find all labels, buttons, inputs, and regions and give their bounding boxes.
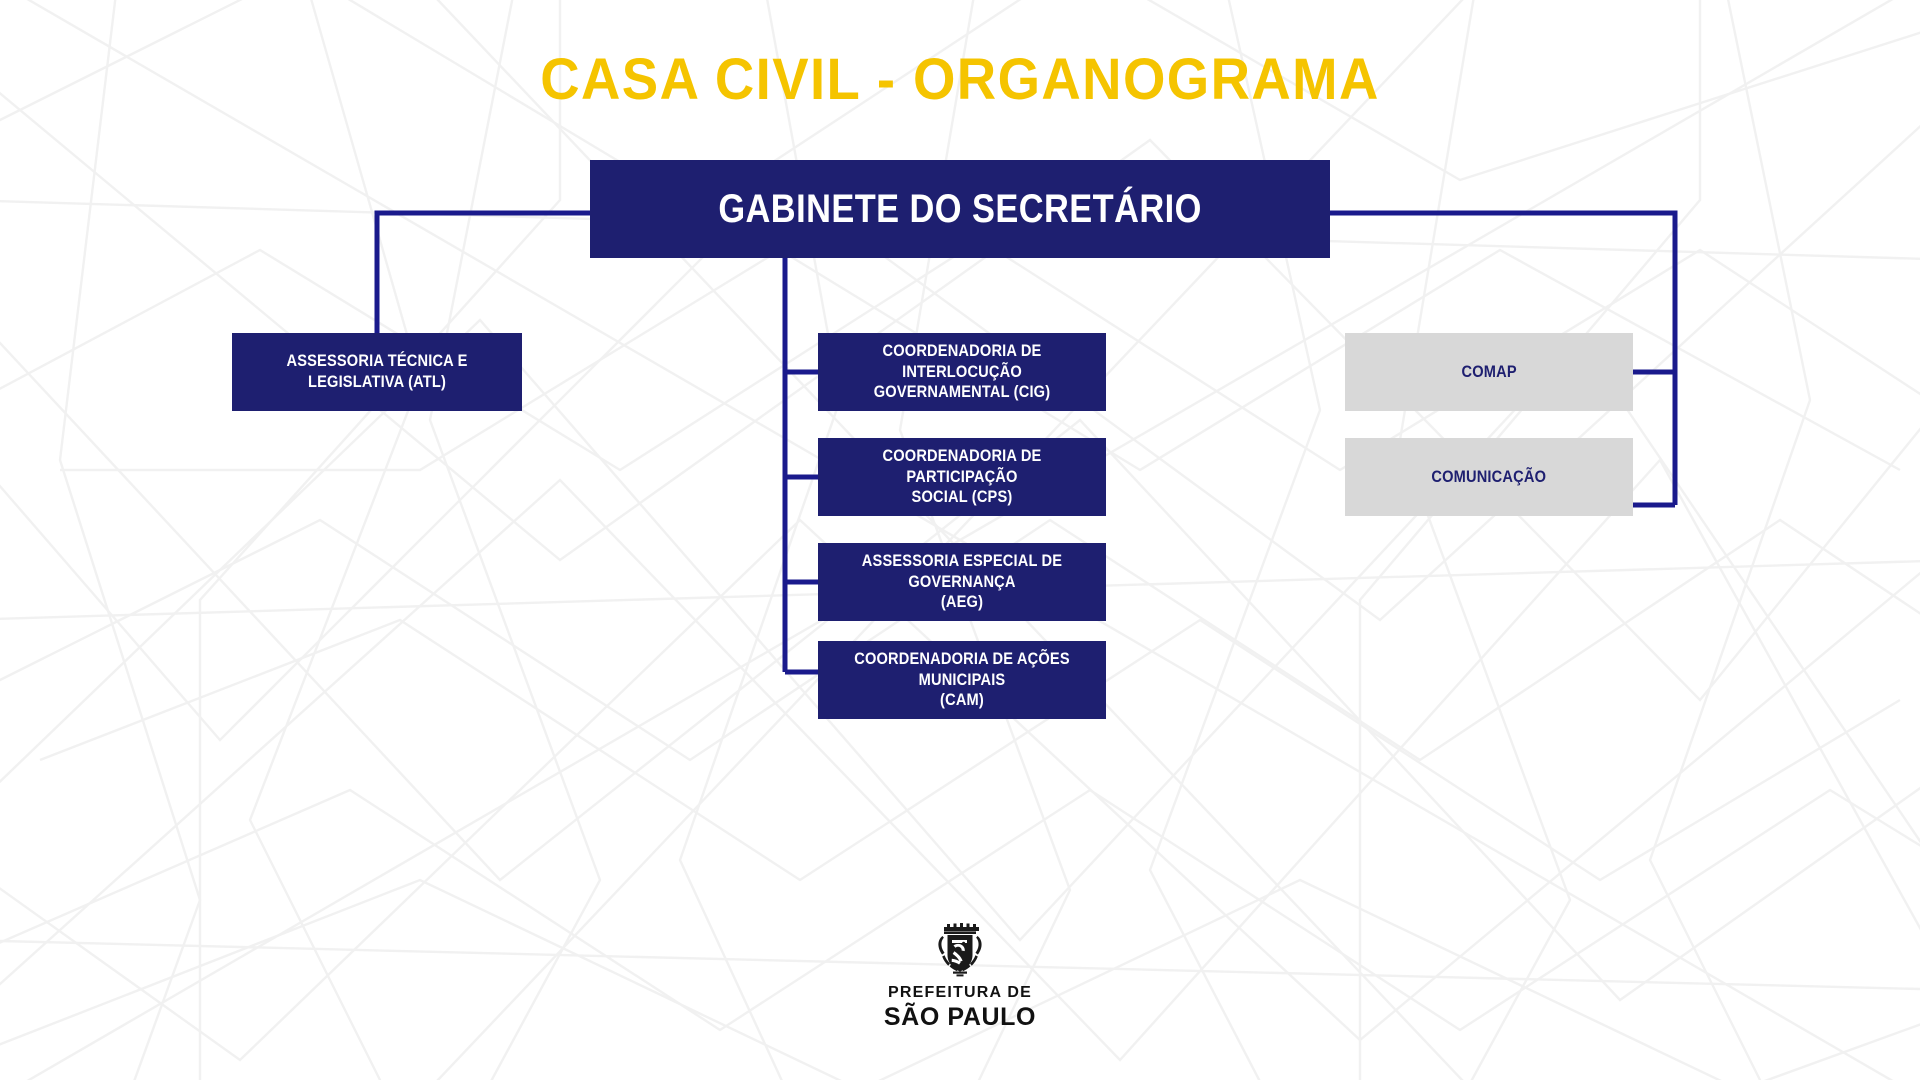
node-coordenadoria-acoes-municipais[interactable]: COORDENADORIA DE AÇÕES MUNICIPAIS (CAM): [818, 641, 1106, 719]
node-assessoria-especial-governanca[interactable]: ASSESSORIA ESPECIAL DE GOVERNANÇA (AEG): [818, 543, 1106, 621]
node-cam-label: COORDENADORIA DE AÇÕES MUNICIPAIS (CAM): [854, 648, 1070, 710]
node-gabinete-do-secretario-label: GABINETE DO SECRETÁRIO: [718, 186, 1202, 231]
node-atl-label: ASSESSORIA TÉCNICA E LEGISLATIVA (ATL): [286, 351, 468, 391]
node-aeg-label: ASSESSORIA ESPECIAL DE GOVERNANÇA (AEG): [861, 550, 1063, 612]
node-gabinete-do-secretario[interactable]: GABINETE DO SECRETÁRIO: [590, 160, 1330, 258]
node-comunicacao[interactable]: COMUNICAÇÃO: [1345, 438, 1633, 516]
node-comap[interactable]: COMAP: [1345, 333, 1633, 411]
sao-paulo-coat-of-arms-icon: [938, 923, 982, 977]
node-coordenadoria-interlocucao-governamental[interactable]: COORDENADORIA DE INTERLOCUÇÃO GOVERNAMEN…: [818, 333, 1106, 411]
node-comunicacao-label: COMUNICAÇÃO: [1431, 466, 1547, 486]
prefeitura-sao-paulo-logo: PREFEITURA DE SÃO PAULO: [0, 918, 1920, 1032]
logo-line-sao-paulo: SÃO PAULO: [883, 1003, 1037, 1031]
page-title: CASA CIVIL - ORGANOGRAMA: [540, 47, 1380, 112]
node-assessoria-tecnica-e-legislativa[interactable]: ASSESSORIA TÉCNICA E LEGISLATIVA (ATL): [232, 333, 522, 411]
node-cps-label: COORDENADORIA DE PARTICIPAÇÃO SOCIAL (CP…: [882, 445, 1042, 507]
node-cig-label: COORDENADORIA DE INTERLOCUÇÃO GOVERNAMEN…: [873, 340, 1051, 402]
node-coordenadoria-participacao-social[interactable]: COORDENADORIA DE PARTICIPAÇÃO SOCIAL (CP…: [818, 438, 1106, 516]
node-comap-label: COMAP: [1461, 361, 1517, 381]
logo-line-prefeitura: PREFEITURA DE: [888, 984, 1032, 1001]
